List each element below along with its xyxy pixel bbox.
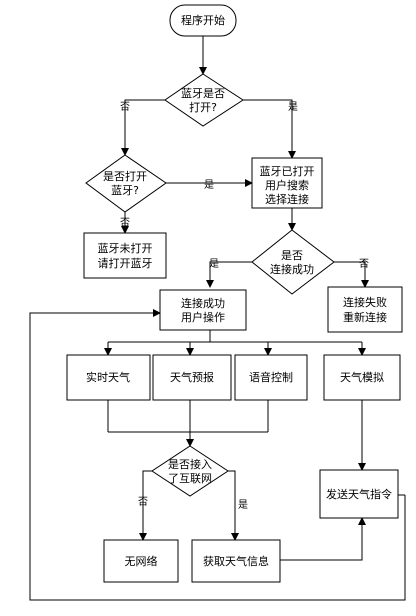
decision-bt-on-line2: 打开? (189, 100, 217, 114)
decision-connect-shape (251, 229, 335, 295)
start-node: 程序开始 (169, 4, 237, 37)
arrow-bt-q-yes (243, 99, 296, 159)
process-forecast-label: 天气预报 (170, 370, 214, 384)
process-bt-opened-shape (251, 157, 323, 209)
process-forecast-shape (152, 354, 232, 401)
label-internet-no: 否 (138, 496, 148, 508)
process-bt-opened: 蓝牙已打开 用户搜索 选择连接 (251, 157, 323, 209)
process-connect-fail-line2: 重新连接 (343, 310, 387, 324)
process-voice-shape (234, 354, 308, 401)
label-connect-yes: 是 (209, 258, 219, 270)
process-bt-not-open-line1: 蓝牙未打开 (98, 241, 153, 255)
process-connected: 连接成功 用户操作 (159, 289, 247, 331)
process-bt-opened-line3: 选择连接 (265, 192, 309, 206)
decision-bt-on-line1: 蓝牙是否 (181, 87, 225, 100)
label-bt-open-yes: 是 (204, 179, 214, 191)
process-bt-not-open: 蓝牙未打开 请打开蓝牙 (83, 232, 167, 279)
label-bt-on-no: 否 (120, 101, 130, 113)
process-no-network: 无网络 (103, 539, 179, 583)
process-send-cmd: 发送天气指令 (319, 469, 399, 519)
process-realtime-label: 实时天气 (86, 370, 130, 384)
process-bt-not-open-line2: 请打开蓝牙 (98, 256, 153, 270)
process-connect-fail: 连接失败 重新连接 (327, 286, 403, 333)
process-bt-opened-line1: 蓝牙已打开 (260, 164, 315, 178)
process-voice-label: 语音控制 (249, 370, 293, 384)
process-simulate-shape (323, 354, 401, 401)
process-connect-fail-shape (327, 286, 403, 333)
decision-bt-open-line2: 蓝牙? (111, 184, 139, 197)
connectors (29, 36, 406, 601)
process-send-cmd-shape (319, 469, 399, 519)
process-get-info: 获取天气信息 (191, 539, 281, 583)
arrow-info-to-send (280, 517, 366, 561)
decision-connect: 是否 连接成功 (251, 229, 335, 295)
process-forecast: 天气预报 (152, 354, 232, 401)
process-connected-line2: 用户操作 (181, 310, 225, 324)
decision-bt-on: 蓝牙是否 打开? (164, 73, 244, 127)
process-get-info-shape (191, 539, 281, 583)
process-no-network-shape (103, 539, 179, 583)
arrow-internet-no (139, 470, 152, 541)
process-connect-fail-line1: 连接失败 (343, 295, 387, 309)
process-connected-shape (159, 289, 247, 331)
decision-internet: 是否接入 了互联网 (151, 445, 229, 497)
decision-bt-on-shape (164, 73, 244, 127)
edge-labels: 是 否 是 否 是 否 否 是 (120, 101, 369, 511)
start-label: 程序开始 (181, 13, 225, 27)
decision-bt-open-line1: 是否打开 (103, 169, 147, 183)
label-connect-no: 否 (359, 258, 369, 270)
decision-internet-line2: 了互联网 (168, 472, 212, 485)
process-connected-line1: 连接成功 (181, 297, 225, 310)
label-bt-open-no: 否 (120, 217, 130, 229)
arrow-connect-yes (206, 261, 252, 288)
process-send-cmd-label: 发送天气指令 (326, 487, 392, 501)
process-realtime-shape (66, 354, 151, 401)
decision-internet-shape (151, 445, 229, 497)
process-simulate: 天气模拟 (323, 354, 401, 401)
process-no-network-label: 无网络 (125, 554, 158, 568)
decision-internet-line1: 是否接入 (168, 458, 212, 471)
process-bt-not-open-shape (83, 232, 167, 279)
label-bt-on-yes: 是 (288, 101, 298, 113)
arrow-loop-back (29, 309, 406, 601)
process-simulate-label: 天气模拟 (340, 370, 384, 384)
process-voice: 语音控制 (234, 354, 308, 401)
start-shape (169, 4, 237, 37)
arrow-bt-q-no (121, 99, 165, 156)
arrow-connect-no (334, 261, 369, 288)
process-realtime: 实时天气 (66, 354, 151, 401)
arrow-internet-yes (228, 470, 239, 541)
process-get-info-label: 获取天气信息 (203, 554, 269, 568)
decision-connect-line2: 连接成功 (270, 263, 314, 276)
decision-bt-open-shape (85, 154, 167, 213)
label-internet-yes: 是 (238, 499, 248, 511)
process-bt-opened-line2: 用户搜索 (265, 178, 309, 192)
decision-bt-open: 是否打开 蓝牙? (85, 154, 167, 213)
decision-connect-line1: 是否 (281, 249, 303, 262)
